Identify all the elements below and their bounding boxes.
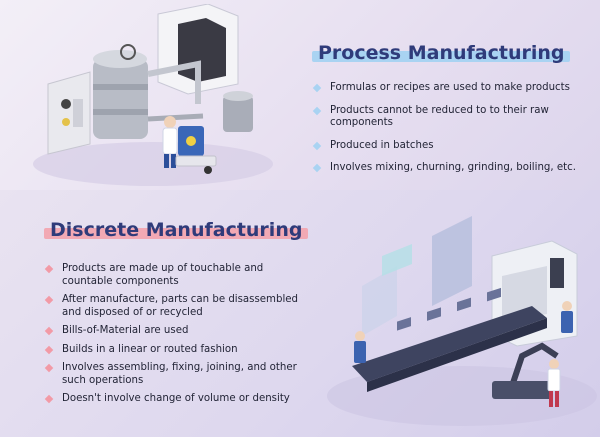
discrete-manufacturing-title: Discrete Manufacturing xyxy=(44,219,309,241)
diamond-bullet-icon xyxy=(44,345,54,354)
diamond-bullet-icon xyxy=(312,141,322,150)
diamond-bullet-icon xyxy=(44,295,54,305)
diamond-bullet-icon xyxy=(44,264,54,274)
title-highlight xyxy=(312,51,571,62)
process-bullet-list: Formulas or recipes are used to make pro… xyxy=(312,82,597,185)
process-manufacturing-title: Process Manufacturing xyxy=(312,42,571,64)
title-highlight xyxy=(44,228,309,239)
list-item: Doesn't involve change of volume or dens… xyxy=(44,393,304,406)
list-item: Produced in batches xyxy=(312,140,597,153)
discrete-title-text: Discrete Manufacturing xyxy=(50,219,303,241)
diamond-bullet-icon xyxy=(312,163,322,173)
discrete-bullet-list: Products are made up of touchable and co… xyxy=(44,263,304,412)
list-item: Builds in a linear or routed fashion xyxy=(44,344,304,357)
diamond-bullet-icon xyxy=(44,326,54,336)
list-item: Products cannot be reduced to to their r… xyxy=(312,105,597,130)
diamond-bullet-icon xyxy=(312,83,322,93)
list-item: Involves mixing, churning, grinding, boi… xyxy=(312,162,597,175)
list-item: Involves assembling, fixing, joining, an… xyxy=(44,362,304,387)
diamond-bullet-icon xyxy=(44,363,54,373)
list-item: Formulas or recipes are used to make pro… xyxy=(312,82,597,95)
list-item: Bills-of-Material are used xyxy=(44,325,304,338)
process-plant-illustration xyxy=(33,4,273,186)
process-title-text: Process Manufacturing xyxy=(318,42,565,64)
diamond-bullet-icon xyxy=(44,394,54,404)
list-item: Products are made up of touchable and co… xyxy=(44,263,304,288)
diamond-bullet-icon xyxy=(312,106,322,115)
assembly-line-illustration xyxy=(327,216,597,426)
list-item: After manufacture, parts can be disassem… xyxy=(44,294,304,319)
